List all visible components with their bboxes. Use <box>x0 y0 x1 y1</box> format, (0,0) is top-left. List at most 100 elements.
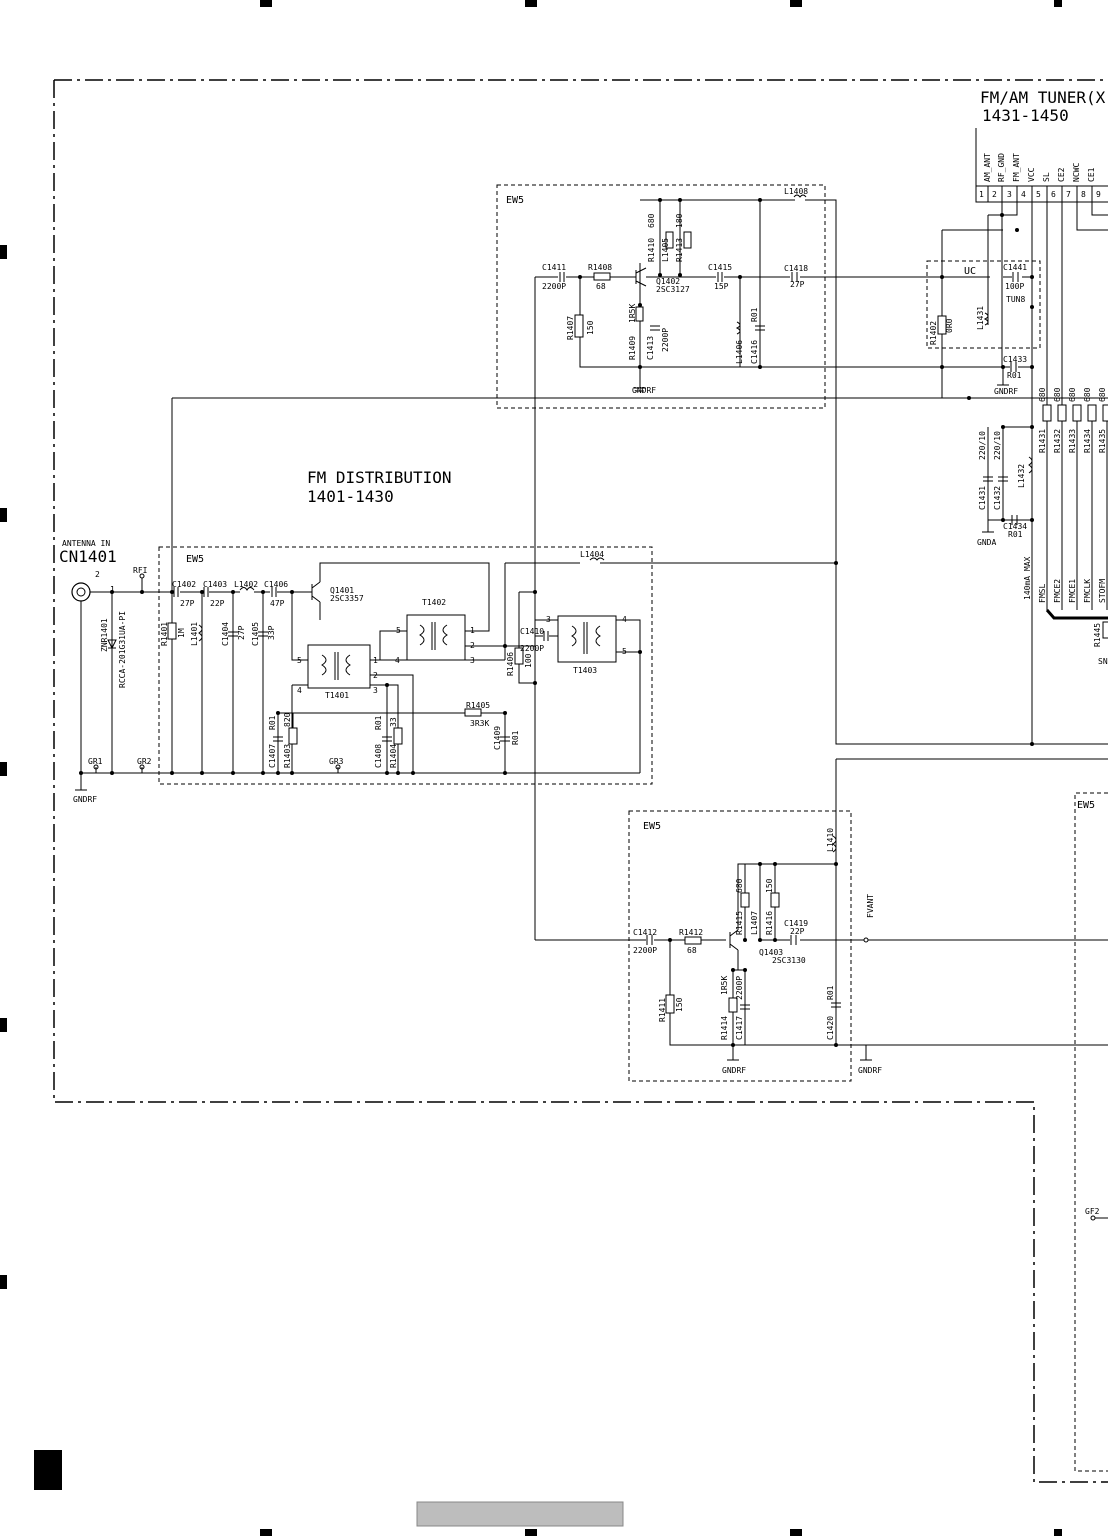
r1408-label: R1408 <box>588 263 612 272</box>
fmce2-label: FMCE2 <box>1053 579 1062 603</box>
c1407-label: C1407 <box>268 744 277 768</box>
r1416-value: 150 <box>765 878 774 893</box>
antenna-ref: CN1401 <box>59 547 117 566</box>
r1435-value: 680 <box>1098 387 1107 402</box>
distribution-block-range: 1401-1430 <box>307 487 394 506</box>
svg-text:3: 3 <box>373 686 378 695</box>
r1415-value: 680 <box>735 878 744 893</box>
r1405-label: R1405 <box>466 701 490 710</box>
r1402-label: R1402 <box>929 321 938 345</box>
r1406-label: R1406 <box>506 652 515 676</box>
r1401-value: 1M <box>177 628 186 638</box>
gndrf-antenna: GNDRF <box>73 795 97 804</box>
gndrf-bottom-right: GNDRF <box>858 1066 882 1075</box>
rcca-label: RCCA-201G31UA-PI <box>118 611 127 688</box>
c1417-value: 2200P <box>735 976 744 1000</box>
c1402-value: 27P <box>180 599 195 608</box>
q1403-value: 2SC3130 <box>772 956 806 965</box>
q1401-value: 2SC3357 <box>330 594 364 603</box>
r1411-value: 150 <box>675 997 684 1012</box>
r1407-label: R1407 <box>566 316 575 340</box>
l1410-label: L1410 <box>826 828 835 852</box>
pin-4-name: VCC <box>1027 167 1036 182</box>
c1410-label: C1410 <box>520 627 544 636</box>
l1408-label: L1408 <box>784 187 808 196</box>
svg-text:4: 4 <box>395 656 400 665</box>
c1433-value: R01 <box>1007 371 1022 380</box>
c1403-label: C1403 <box>203 580 227 589</box>
pin-2-num: 2 <box>992 190 997 199</box>
t1402-label: T1402 <box>422 598 446 607</box>
r1431-label: R1431 <box>1038 429 1047 453</box>
r1416-label: R1416 <box>765 911 774 935</box>
r1432-label: R1432 <box>1053 429 1062 453</box>
r1404-label: R1404 <box>389 744 398 768</box>
r1403-label: R1403 <box>283 744 292 768</box>
c1412-value: 2200P <box>633 946 657 955</box>
q1402-label: Q1402 <box>656 277 680 286</box>
supply-and-resistor-bank: R1431 680 R1432 680 R1433 680 R1434 680 … <box>977 387 1108 666</box>
svg-text:3: 3 <box>470 656 475 665</box>
tuner-block-title: FM/AM TUNER(X <box>980 88 1106 107</box>
c1412-label: C1412 <box>633 928 657 937</box>
pin-7-num: 7 <box>1066 190 1071 199</box>
r1432-value: 680 <box>1053 387 1062 402</box>
c1418-value: 27P <box>790 280 805 289</box>
r1412-value: 68 <box>687 946 697 955</box>
distribution-block-title: FM DISTRIBUTION <box>307 468 452 487</box>
l1407-label: L1407 <box>750 911 759 935</box>
c1419-value: 22P <box>790 927 805 936</box>
r1406-value: 100 <box>524 653 533 668</box>
q1401-label: Q1401 <box>330 586 354 595</box>
antenna-label: ANTENNA IN <box>62 539 110 548</box>
r1414-value: 1R5K <box>720 976 729 995</box>
uc-zone: UC R1402 0R0 L1431 C1441 100P TUN8 C1433… <box>926 215 1108 400</box>
fmclk-label: FMCLK <box>1083 579 1092 603</box>
q1403-label: Q1403 <box>759 948 783 957</box>
c1431-value: 220/10 <box>978 431 987 460</box>
c1411-value: 2200P <box>542 282 566 291</box>
pin-5-name: SL <box>1042 172 1051 182</box>
c1431-label: C1431 <box>978 486 987 510</box>
c1408-label: C1408 <box>374 744 383 768</box>
c1410-value: 2200P <box>520 644 544 653</box>
c1408-value: R01 <box>374 715 383 730</box>
r1415-label: R1415 <box>735 911 744 935</box>
r1411-label: R1411 <box>658 998 667 1022</box>
pin-1-num: 1 <box>979 190 984 199</box>
c1402-label: C1402 <box>172 580 196 589</box>
r1403-value: 820 <box>283 712 292 727</box>
pin-1-name: AM_ANT <box>983 153 992 182</box>
c1441-label: C1441 <box>1003 263 1027 272</box>
c1418-label: C1418 <box>784 264 808 273</box>
l1404-label: L1404 <box>580 550 604 559</box>
board-border <box>53 79 1108 1483</box>
t1401-label: T1401 <box>325 691 349 700</box>
t1403-label: T1403 <box>573 666 597 675</box>
svg-text:5: 5 <box>297 656 302 665</box>
r1433-label: R1433 <box>1068 429 1077 453</box>
svg-text:1: 1 <box>470 626 475 635</box>
sn-label: SN <box>1098 657 1108 666</box>
gndrf-bottom: GNDRF <box>722 1066 746 1075</box>
page-footer-bar <box>416 1501 624 1527</box>
r1409-value: 1R5K <box>628 304 637 323</box>
l1402-label: L1402 <box>234 580 258 589</box>
r1413-value: 180 <box>675 213 684 228</box>
r1402-value: 0R0 <box>945 318 954 333</box>
pin-8-num: 8 <box>1081 190 1086 199</box>
svg-text:5: 5 <box>622 647 627 656</box>
c1420-value: R01 <box>826 985 835 1000</box>
tun8-label: TUN8 <box>1006 295 1025 304</box>
l1406-label: L1406 <box>735 340 744 364</box>
r1434-label: R1434 <box>1083 429 1092 453</box>
l1405-label: L1405 <box>661 238 670 262</box>
gndrf-top: GNDRF <box>632 386 656 395</box>
r1435-label: R1435 <box>1098 429 1107 453</box>
c1403-value: 22P <box>210 599 225 608</box>
gr3-label: GR3 <box>329 757 344 766</box>
c1416-value: R01 <box>750 307 759 322</box>
r1410-label: R1410 <box>647 238 656 262</box>
c1404-value: 27P <box>237 625 246 640</box>
tuner-block-range: 1431-1450 <box>982 106 1069 125</box>
